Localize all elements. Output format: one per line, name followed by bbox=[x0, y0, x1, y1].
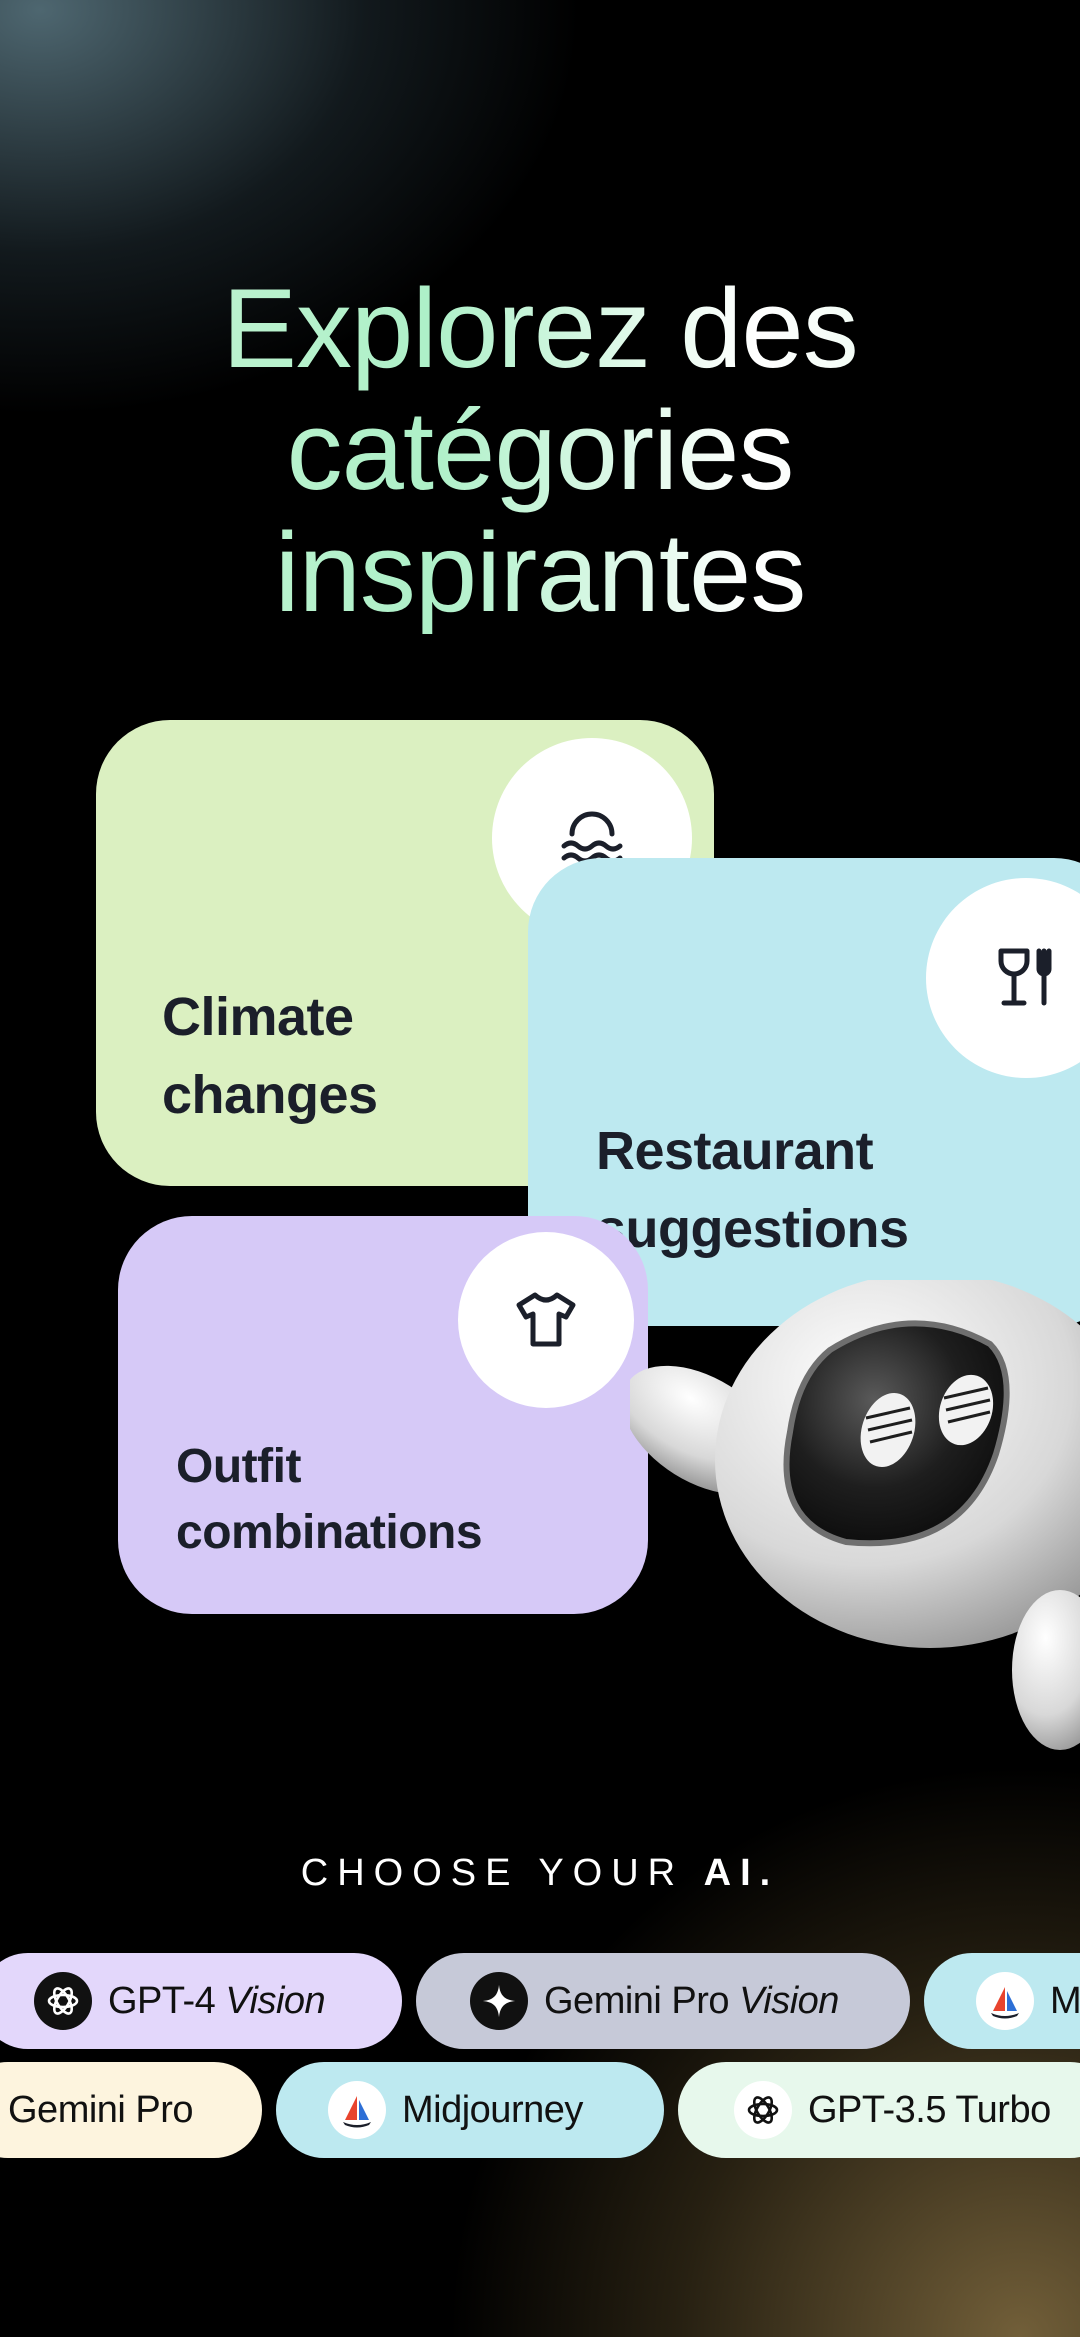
model-name: GPT-4 bbox=[108, 1979, 216, 2022]
model-chips-row-2: Gemini Pro Midjourney GPT-3.5 Turbo bbox=[0, 2062, 1080, 2158]
category-label: Outfit combinations bbox=[176, 1434, 483, 1566]
gemini-icon bbox=[470, 1972, 528, 2030]
label-line-1: Climate bbox=[162, 987, 354, 1047]
choose-bold: AI. bbox=[703, 1852, 780, 1894]
label-line-2: combinations bbox=[176, 1506, 483, 1559]
model-name: Gemini Pro bbox=[544, 1979, 730, 2022]
tshirt-icon bbox=[516, 1292, 576, 1347]
page-title: Explorez des catégories inspirantes bbox=[0, 268, 1080, 634]
model-chip-midjourney-partial[interactable]: M bbox=[924, 1953, 1080, 2049]
category-card-outfit[interactable]: Outfit combinations bbox=[118, 1216, 648, 1614]
model-chip-midjourney[interactable]: Midjourney bbox=[276, 2062, 664, 2158]
model-name: GPT-3.5 Turbo bbox=[808, 2088, 1051, 2131]
outfit-icon-bubble bbox=[458, 1232, 634, 1408]
model-name: M bbox=[1050, 1979, 1080, 2022]
model-chips-row-1: GPT-4 Vision Gemini Pro Vision M bbox=[0, 1953, 1080, 2049]
choose-ai-heading: CHOOSE YOUR AI. bbox=[0, 1852, 1080, 1895]
title-line-3: inspirantes bbox=[274, 510, 806, 635]
label-line-2: suggestions bbox=[596, 1199, 909, 1259]
model-chip-gpt35-turbo[interactable]: GPT-3.5 Turbo bbox=[678, 2062, 1080, 2158]
restaurant-icon-bubble bbox=[926, 878, 1080, 1078]
midjourney-icon bbox=[976, 1972, 1034, 2030]
wine-glass-fork-icon bbox=[998, 948, 1052, 1006]
openai-icon bbox=[34, 1972, 92, 2030]
category-label: Restaurant suggestions bbox=[596, 1112, 909, 1268]
model-suffix: Vision bbox=[739, 1979, 839, 2022]
title-line-2: catégories bbox=[286, 388, 794, 513]
model-suffix: Vision bbox=[225, 1979, 326, 2022]
openai-icon bbox=[734, 2081, 792, 2139]
model-chip-gemini-pro[interactable]: Gemini Pro bbox=[0, 2062, 262, 2158]
robot-mascot-illustration bbox=[630, 1280, 1080, 1750]
title-line-1: Explorez des bbox=[222, 266, 858, 391]
model-chip-gpt4-vision[interactable]: GPT-4 Vision bbox=[0, 1953, 402, 2049]
label-line-2: changes bbox=[162, 1065, 378, 1125]
category-label: Climate changes bbox=[162, 978, 378, 1134]
label-line-1: Outfit bbox=[176, 1440, 301, 1493]
model-chip-gemini-pro-vision[interactable]: Gemini Pro Vision bbox=[416, 1953, 910, 2049]
choose-prefix: CHOOSE YOUR bbox=[300, 1852, 704, 1894]
model-name: Midjourney bbox=[402, 2088, 583, 2131]
model-name: Gemini Pro bbox=[8, 2088, 194, 2131]
midjourney-icon bbox=[328, 2081, 386, 2139]
label-line-1: Restaurant bbox=[596, 1121, 874, 1181]
